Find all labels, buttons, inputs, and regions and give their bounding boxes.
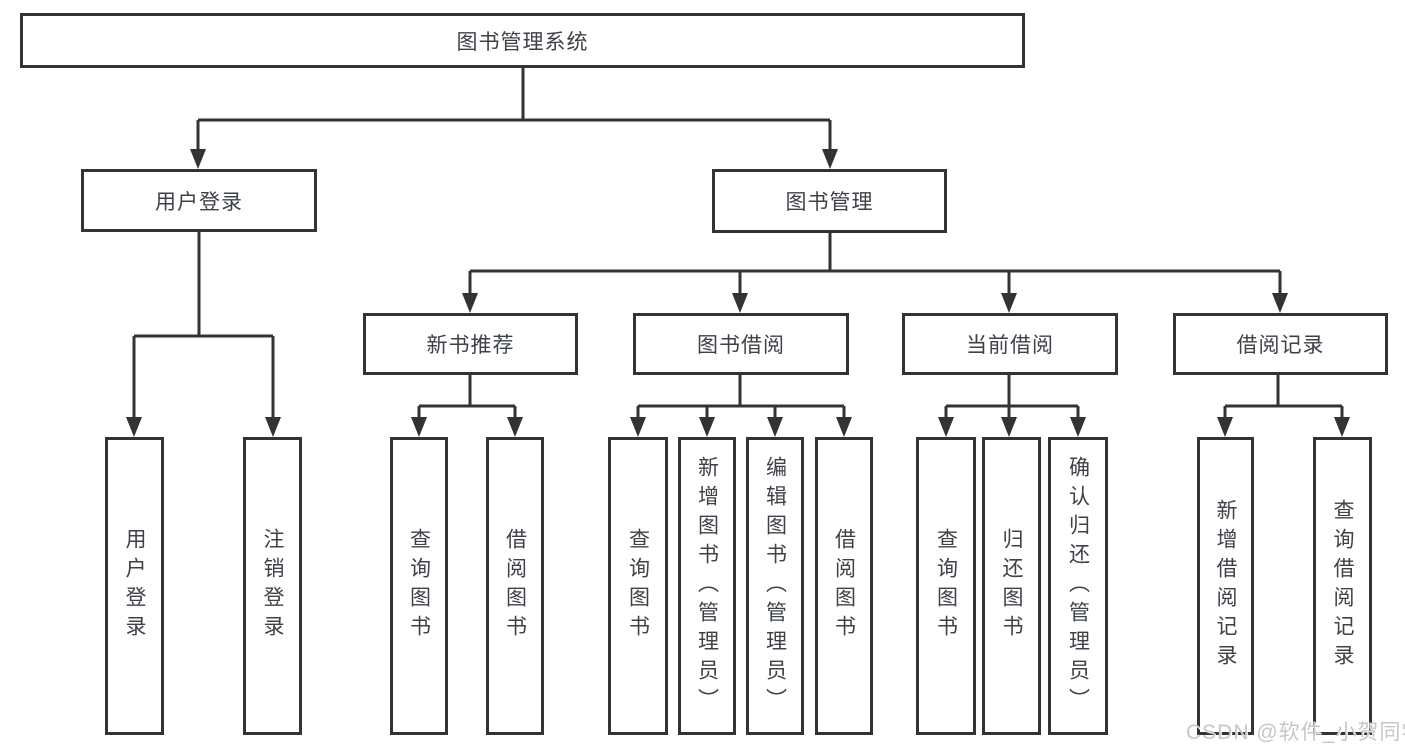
- node-user-login-label: 用户登录: [155, 190, 243, 214]
- arrowhead-icon: [630, 417, 646, 437]
- leaf-query-books-current: 查询图书: [916, 437, 976, 735]
- connector-current-borrow-children: [944, 375, 1080, 419]
- arrowhead-icon: [265, 417, 281, 437]
- arrowhead-icon: [462, 293, 478, 313]
- leaf-logout: 注销登录: [243, 437, 302, 735]
- leaf-logout-label: 注销登录: [261, 528, 284, 644]
- leaf-query-books-current-label: 查询图书: [934, 528, 958, 644]
- leaf-confirm-return-admin-label: 确认归还（管理员）: [1066, 455, 1090, 717]
- node-book-borrowing: 图书借阅: [633, 313, 849, 375]
- leaf-query-books-recommend-label: 查询图书: [407, 528, 431, 644]
- leaf-borrow-books-borrowing-label: 借阅图书: [832, 528, 856, 644]
- arrowhead-icon: [938, 417, 954, 437]
- arrowhead-icon: [836, 417, 852, 437]
- node-borrow-records: 借阅记录: [1173, 313, 1388, 375]
- node-book-management: 图书管理: [712, 169, 947, 233]
- leaf-edit-books-admin-label: 编辑图书（管理员）: [763, 455, 787, 717]
- leaf-add-borrow-record: 新增借阅记录: [1197, 437, 1254, 735]
- arrowhead-icon: [767, 417, 783, 437]
- csdn-watermark: CSDN @软件_小贺同学: [1186, 721, 1405, 744]
- node-current-borrowing: 当前借阅: [902, 313, 1118, 375]
- leaf-borrow-books-recommend: 借阅图书: [486, 437, 544, 735]
- arrowhead-icon: [1272, 293, 1288, 313]
- leaf-user-login: 用户登录: [105, 437, 164, 735]
- leaf-edit-books-admin: 编辑图书（管理员）: [746, 437, 804, 735]
- arrowhead-icon: [1001, 293, 1017, 313]
- arrowhead-icon: [1334, 417, 1350, 437]
- leaf-query-books-recommend: 查询图书: [390, 437, 448, 735]
- leaf-query-books-borrowing: 查询图书: [608, 437, 668, 735]
- arrowhead-icon: [1070, 417, 1086, 437]
- leaf-borrow-books-recommend-label: 借阅图书: [503, 528, 527, 644]
- arrowhead-icon: [411, 417, 427, 437]
- connector-user-login-children: [132, 232, 275, 419]
- arrowhead-icon: [822, 149, 838, 169]
- arrowhead-icon: [699, 417, 715, 437]
- leaf-add-books-admin-label: 新增图书（管理员）: [695, 455, 719, 717]
- arrowhead-icon: [126, 417, 142, 437]
- node-root-label: 图书管理系统: [456, 30, 589, 54]
- connector-book-mgmt-children: [468, 233, 1282, 295]
- node-new-book-recommend: 新书推荐: [363, 313, 578, 375]
- arrowheads: [126, 149, 1350, 437]
- leaf-borrow-books-borrowing: 借阅图书: [815, 437, 873, 735]
- leaf-return-books: 归还图书: [982, 437, 1041, 735]
- leaf-add-borrow-record-label: 新增借阅记录: [1214, 499, 1237, 673]
- node-current-borrowing-label: 当前借阅: [966, 334, 1054, 357]
- arrowhead-icon: [1001, 417, 1017, 437]
- arrowhead-icon: [190, 149, 206, 169]
- connector-book-borrow-children: [636, 375, 846, 419]
- arrowhead-icon: [1217, 417, 1233, 437]
- leaf-query-borrow-record: 查询借阅记录: [1313, 437, 1372, 735]
- leaf-query-books-borrowing-label: 查询图书: [626, 528, 650, 644]
- node-root: 图书管理系统: [20, 13, 1025, 68]
- leaf-add-books-admin: 新增图书（管理员）: [678, 437, 736, 735]
- leaf-user-login-label: 用户登录: [123, 528, 146, 644]
- connector-root-to-level2: [196, 68, 832, 150]
- connector-new-book-rec-children: [417, 375, 517, 419]
- leaf-return-books-label: 归还图书: [1000, 528, 1023, 644]
- node-user-login: 用户登录: [81, 169, 317, 232]
- arrowhead-icon: [732, 293, 748, 313]
- leaf-query-borrow-record-label: 查询借阅记录: [1331, 499, 1354, 673]
- leaf-confirm-return-admin: 确认归还（管理员）: [1048, 437, 1108, 735]
- node-borrow-records-label: 借阅记录: [1236, 334, 1325, 357]
- node-book-management-label: 图书管理: [785, 191, 874, 214]
- connector-borrow-records-children: [1223, 375, 1344, 419]
- node-new-book-recommend-label: 新书推荐: [426, 334, 515, 357]
- arrowhead-icon: [507, 417, 523, 437]
- node-book-borrowing-label: 图书借阅: [697, 334, 785, 357]
